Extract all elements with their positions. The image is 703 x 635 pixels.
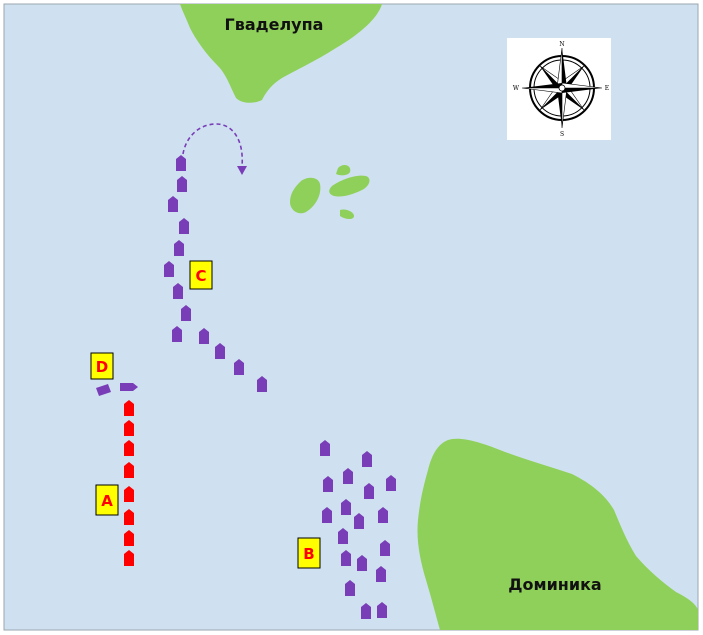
ship-icon (177, 176, 187, 192)
islet-3 (329, 175, 370, 197)
ship-icon (234, 359, 244, 375)
ship-icon (176, 155, 186, 171)
ship-icon (174, 240, 184, 256)
islet-1 (290, 177, 321, 214)
ship-icon (124, 486, 134, 502)
ship-icon (257, 376, 267, 392)
fleet-a (124, 400, 134, 566)
ship-icon (386, 475, 396, 491)
guadeloupe-island (180, 4, 382, 103)
ship-icon (124, 400, 134, 416)
compass-south-label: S (560, 131, 564, 138)
label-a: A (95, 484, 119, 516)
ship-icon (199, 328, 209, 344)
ship-icon (343, 468, 353, 484)
ship-icon (338, 528, 348, 544)
label-d: D (90, 352, 114, 380)
dashed-curved-arrow-icon (182, 123, 247, 175)
ship-icon (354, 513, 364, 529)
ship-icon (179, 218, 189, 234)
ship-icon (168, 196, 178, 212)
label-b: B (297, 537, 321, 569)
ship-icon (320, 440, 330, 456)
ship-icon (124, 462, 134, 478)
dominica-island (417, 438, 698, 630)
compass-north-label: N (559, 41, 564, 48)
fleet-d (96, 383, 138, 396)
compass-west-label: W (513, 85, 520, 92)
ship-icon (377, 602, 387, 618)
ship-icon (323, 476, 333, 492)
ship-icon (124, 420, 134, 436)
label-c: C (189, 260, 213, 290)
ship-icon (173, 283, 183, 299)
ship-icon (215, 343, 225, 359)
label-a-text: A (101, 492, 113, 510)
ship-icon (345, 580, 355, 596)
ship-icon (124, 440, 134, 456)
ship-icon (322, 507, 332, 523)
ship-icon (378, 507, 388, 523)
ship-icon (361, 603, 371, 619)
compass-east-label: E (605, 85, 609, 92)
label-c-text: C (195, 267, 206, 285)
ship-icon (364, 483, 374, 499)
ship-icon (120, 383, 138, 391)
ship-icon (357, 555, 367, 571)
islet-4 (340, 209, 354, 219)
ship-icon (172, 326, 182, 342)
label-d-text: D (96, 358, 108, 376)
ship-icon (164, 261, 174, 277)
guadeloupe-label: Гваделупа (225, 15, 324, 34)
compass-rose-icon: N S W E (507, 38, 611, 140)
ship-icon (124, 550, 134, 566)
fleet-b (320, 440, 396, 619)
ship-icon (341, 499, 351, 515)
ship-icon (341, 550, 351, 566)
label-b-text: B (303, 545, 314, 563)
ship-icon (181, 305, 191, 321)
ship-icon (362, 451, 372, 467)
ship-icon (380, 540, 390, 556)
dominica-label: Доминика (508, 575, 601, 594)
fleet-c (164, 155, 267, 392)
ship-icon (124, 530, 134, 546)
ship-icon (376, 566, 386, 582)
ship-icon (124, 509, 134, 525)
islet-2 (336, 165, 351, 176)
ship-icon (96, 384, 111, 396)
